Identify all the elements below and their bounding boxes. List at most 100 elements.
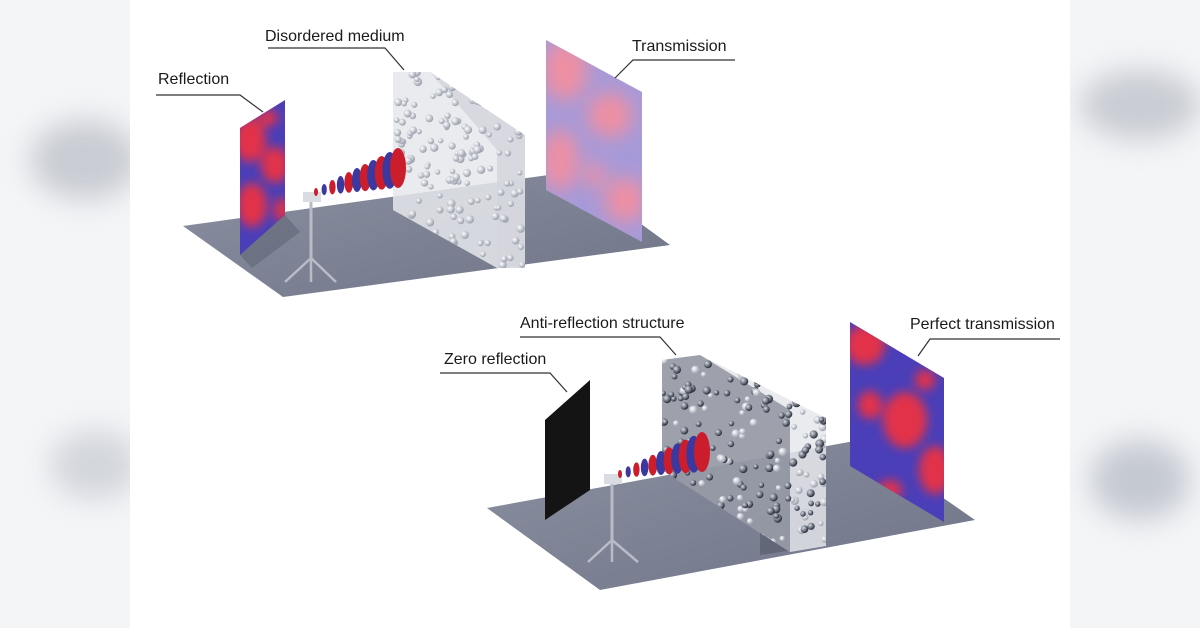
scatterer-sphere: [403, 109, 412, 118]
disordered-medium-leader: [268, 47, 405, 71]
scatterer-sphere: [799, 409, 806, 415]
scatterer-sphere: [491, 212, 500, 221]
wavefront: [314, 188, 318, 196]
scatterer-sphere: [420, 179, 429, 187]
scatterer-sphere: [801, 446, 810, 454]
scatterer-sphere: [803, 471, 810, 478]
scatterer-sphere: [734, 397, 741, 404]
wavefront: [618, 470, 622, 478]
scatterer-sphere: [473, 96, 482, 105]
scatterer-sphere: [819, 387, 825, 393]
scatterer-sphere: [815, 439, 825, 448]
scatterer-sphere: [507, 254, 514, 262]
anti-reflection-structure-label: Anti-reflection structure: [520, 315, 685, 332]
scatterer-sphere: [778, 412, 785, 419]
scatterer-sphere: [394, 135, 402, 143]
scatterer-sphere: [484, 239, 491, 247]
zero-reflection-surface: [545, 380, 590, 520]
scatterer-sphere: [438, 118, 445, 125]
scatterer-sphere: [452, 155, 460, 162]
scatterer-sphere: [511, 236, 520, 245]
scatterer-sphere: [428, 183, 434, 190]
scatterer-sphere: [463, 169, 471, 177]
scatterer-sphere: [736, 367, 745, 376]
reflection-label: Reflection: [158, 71, 230, 88]
scatterer-sphere: [423, 170, 431, 178]
scatterer-sphere: [703, 360, 712, 369]
scatterer-sphere: [732, 477, 741, 485]
scatterer-sphere: [507, 136, 514, 143]
wavefront: [648, 454, 658, 476]
scatterer-sphere: [449, 168, 456, 174]
scatterer-sphere: [788, 356, 796, 364]
scatterer-sphere: [398, 118, 406, 126]
scatterer-sphere: [417, 172, 425, 179]
scatterer-sphere: [411, 101, 418, 108]
scatterer-sphere: [809, 479, 818, 488]
scatterer-sphere: [753, 464, 759, 470]
scatterer-sphere: [723, 389, 731, 397]
scatterer-sphere: [818, 520, 824, 527]
wavefront: [694, 432, 710, 472]
bottom-tripod: [587, 474, 639, 563]
scatterer-sphere: [504, 149, 512, 157]
scatterer-sphere: [460, 230, 469, 239]
scatterer-sphere: [809, 357, 816, 364]
scatterer-sphere: [809, 430, 818, 439]
scatterer-sphere: [738, 355, 744, 360]
scatterer-sphere: [794, 505, 800, 511]
wavefront: [336, 176, 345, 194]
scatterer-sphere: [427, 137, 435, 145]
scatterer-sphere: [737, 505, 744, 513]
reflection-leader: [156, 94, 264, 113]
scatterer-sphere: [485, 194, 492, 201]
scatterer-sphere: [717, 454, 726, 463]
scatterer-sphere: [811, 364, 817, 371]
scatterer-sphere: [739, 410, 745, 416]
scatterer-sphere: [516, 188, 524, 195]
zero-reflection-label: Zero reflection: [444, 351, 547, 368]
disordered-medium-label: Disordered medium: [265, 28, 405, 45]
scatterer-sphere: [662, 419, 669, 425]
scatterer-sphere: [761, 380, 767, 386]
scatterer-sphere: [486, 132, 492, 138]
scatterer-sphere: [803, 377, 810, 384]
scatterer-sphere: [504, 180, 511, 187]
scatterer-sphere: [465, 215, 474, 224]
scatterer-sphere: [443, 121, 451, 129]
scatterer-sphere: [811, 355, 819, 359]
scatterer-sphere: [822, 395, 826, 402]
wavefront: [656, 451, 666, 475]
scatterer-sphere: [434, 169, 441, 175]
scatterer-sphere: [798, 358, 804, 364]
scatterer-sphere: [802, 432, 809, 439]
scatterer-sphere: [788, 355, 797, 363]
scatterer-sphere: [430, 143, 439, 152]
wavefront: [321, 184, 327, 196]
transmission-label: Transmission: [632, 38, 727, 55]
scatterer-sphere: [818, 423, 826, 432]
scatterer-sphere: [756, 490, 764, 499]
scatterer-sphere: [819, 478, 826, 486]
scatterer-sphere: [445, 90, 454, 99]
scatterer-sphere: [709, 445, 716, 451]
scatterer-sphere: [456, 79, 463, 86]
scatterer-sphere: [765, 463, 774, 473]
scatterer-sphere: [727, 376, 734, 383]
scatterer-sphere: [436, 206, 444, 214]
scatterer-sphere: [806, 389, 816, 399]
scatterer-sphere: [435, 88, 444, 97]
wavefront: [329, 180, 336, 195]
scatterer-sphere: [780, 385, 788, 393]
scatterer-sphere: [435, 74, 441, 81]
scatterer-sphere: [784, 482, 792, 490]
scatterer-sphere: [680, 426, 689, 435]
scatterer-sphere: [807, 522, 815, 530]
scatterer-sphere: [738, 464, 748, 474]
scatterer-sphere: [457, 149, 466, 158]
scatterer-sphere: [487, 100, 494, 107]
scatterer-sphere: [819, 453, 826, 461]
scatterer-sphere: [769, 493, 778, 502]
scatterer-sphere: [818, 408, 825, 415]
scatterer-sphere: [452, 173, 461, 181]
